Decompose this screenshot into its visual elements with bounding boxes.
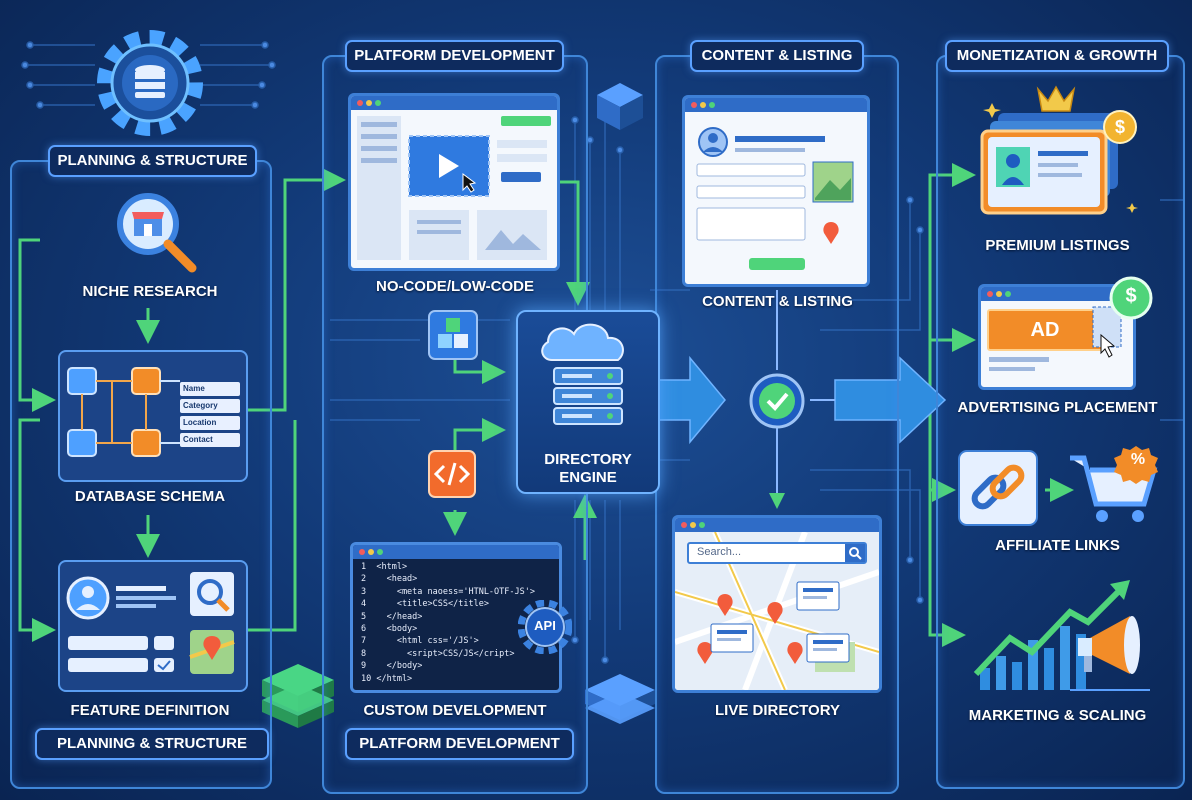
flow-arrow-2 [834, 356, 947, 444]
platform-header: PLATFORM DEVELOPMENT [345, 40, 564, 72]
stack-icon-right [585, 674, 655, 724]
marketing-label: MARKETING & SCALING [968, 707, 1147, 724]
check-badge-icon [749, 373, 805, 429]
window-titlebar [351, 96, 557, 110]
link-chain-icon [958, 450, 1038, 526]
directory-search-bar[interactable]: Search... [687, 542, 867, 564]
content-listing-label: CONTENT & LISTING [702, 293, 853, 310]
cloud-server-icon [541, 323, 624, 425]
api-label: API [534, 618, 556, 633]
schema-field: Category [180, 399, 240, 413]
editor-titlebar [353, 545, 559, 559]
growth-chart-icon [973, 580, 1150, 691]
code-content: 1 <html> 2 <head> 3 <meta naoess='HTNL-O… [361, 562, 535, 684]
monetization-header: MONETIZATION & GROWTH [945, 40, 1169, 72]
platform-footer: PLATFORM DEVELOPMENT [345, 728, 574, 760]
green-arrows [18, 163, 1074, 647]
discount-percent: % [1130, 451, 1146, 468]
window-titlebar [685, 98, 867, 112]
database-gear-icon [97, 30, 203, 136]
blocks-icon [428, 310, 478, 360]
no-code-label: NO-CODE/LOW-CODE [375, 278, 535, 295]
premium-listing-card-icon [980, 85, 1138, 215]
live-directory-window: Search... [672, 515, 882, 693]
planning-footer: PLANNING & STRUCTURE [35, 728, 269, 760]
schema-field: Contact [180, 433, 240, 447]
feature-widgets-icon [66, 572, 235, 674]
schema-field: Location [180, 416, 240, 430]
content-form-window [682, 95, 870, 287]
live-directory-label: LIVE DIRECTORY [714, 702, 841, 719]
ad-banner[interactable]: AD [987, 309, 1103, 351]
content-header: CONTENT & LISTING [690, 40, 864, 72]
circuit-traces [21, 41, 1185, 664]
premium-label: PREMIUM LISTINGS [985, 237, 1130, 254]
engine-label-line1: DIRECTORY [544, 451, 632, 468]
schema-graph-icon [67, 367, 180, 457]
engine-label-line2: ENGINE [559, 469, 617, 486]
feature-definition-label: FEATURE DEFINITION [70, 702, 230, 719]
feature-definition-panel [58, 560, 248, 692]
code-icon [428, 450, 476, 498]
advertising-label: ADVERTISING PLACEMENT [957, 399, 1158, 416]
affiliate-label: AFFILIATE LINKS [995, 537, 1120, 554]
planning-header: PLANNING & STRUCTURE [48, 145, 257, 177]
shopping-cart-icon [1070, 446, 1158, 522]
database-schema-panel: Name Category Location Contact [58, 350, 248, 482]
premium-dollar: $ [1114, 117, 1125, 137]
schema-field: Name [180, 382, 240, 396]
window-titlebar [675, 518, 879, 532]
builder-layout-icon [357, 116, 551, 260]
schema-field-list: Name Category Location Contact [180, 382, 240, 452]
niche-research-label: NICHE RESEARCH [82, 283, 218, 300]
listing-form-icon [696, 127, 854, 270]
search-icon[interactable] [845, 544, 865, 562]
window-titlebar [981, 287, 1133, 301]
cube-icon-top [597, 83, 643, 130]
magnifier-store-icon [117, 193, 197, 273]
custom-dev-label: CUSTOM DEVELOPMENT [363, 702, 547, 719]
directory-engine: DIRECTORY ENGINE [516, 310, 660, 494]
search-placeholder: Search... [697, 546, 742, 558]
dollar-badge-icon [1109, 276, 1153, 320]
database-schema-label: DATABASE SCHEMA [74, 488, 226, 505]
no-code-builder-window [348, 93, 560, 271]
ad-window: AD [978, 284, 1136, 390]
api-gear-icon: API [518, 600, 572, 654]
ad-dollar: $ [1125, 285, 1137, 307]
